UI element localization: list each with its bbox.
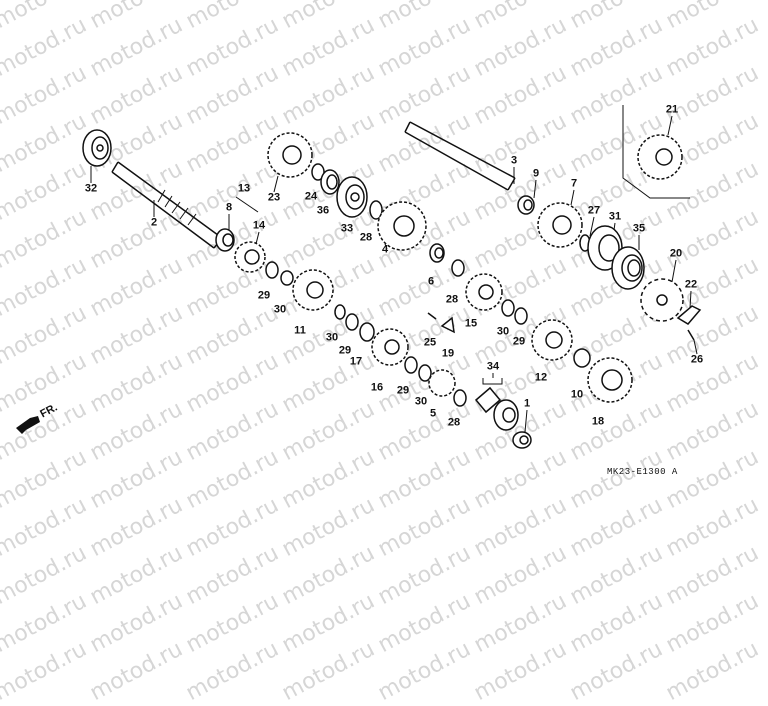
- bearing-icon: [82, 129, 112, 167]
- part-callout-29[interactable]: 29: [396, 384, 410, 397]
- part-callout-11[interactable]: 11: [294, 324, 306, 337]
- part-callout-27[interactable]: 27: [587, 204, 601, 217]
- part-callout-17[interactable]: 17: [349, 355, 363, 368]
- watermark-text: motod.ru: [0, 588, 91, 659]
- part-callout-30[interactable]: 30: [414, 395, 428, 408]
- part-callout-34[interactable]: 34: [486, 360, 500, 373]
- front-arrow-icon: [16, 416, 40, 434]
- watermark-text: motod.ru: [182, 588, 283, 659]
- part-callout-23[interactable]: 23: [267, 191, 281, 204]
- part-callout-31[interactable]: 31: [608, 210, 622, 223]
- watermark-text: motod.ru: [566, 588, 667, 659]
- gear-icon: [587, 357, 633, 403]
- watermark-text: motod.ru: [470, 636, 571, 706]
- part-callout-25[interactable]: 25: [423, 336, 437, 349]
- part-callout-6[interactable]: 6: [427, 275, 435, 288]
- watermark-text: motod.ru: [566, 636, 667, 706]
- part-callout-19[interactable]: 19: [441, 347, 455, 360]
- part-callout-24[interactable]: 24: [304, 190, 318, 203]
- part-callout-10[interactable]: 10: [570, 388, 584, 401]
- gear-icon: [267, 132, 313, 178]
- part-callout-26[interactable]: 26: [690, 353, 704, 366]
- part-callout-7[interactable]: 7: [570, 177, 578, 190]
- gear-icon: [537, 202, 583, 248]
- sprocket-icon: [640, 278, 684, 322]
- part-callout-29[interactable]: 29: [512, 335, 526, 348]
- part-callout-20[interactable]: 20: [669, 247, 683, 260]
- part-callout-30[interactable]: 30: [273, 303, 287, 316]
- gear-icon: [637, 134, 683, 180]
- part-callout-18[interactable]: 18: [591, 415, 605, 428]
- gear-icon: [292, 269, 334, 311]
- gear-icon: [531, 319, 573, 361]
- part-callout-33[interactable]: 33: [340, 222, 354, 235]
- part-callout-21[interactable]: 21: [665, 103, 679, 116]
- part-callout-29[interactable]: 29: [257, 289, 271, 302]
- part-callout-4[interactable]: 4: [381, 243, 389, 256]
- gear-icon: [377, 201, 427, 251]
- watermark-text: motod.ru: [182, 636, 283, 706]
- part-callout-32[interactable]: 32: [84, 182, 98, 195]
- part-callout-28[interactable]: 28: [447, 416, 461, 429]
- part-callout-28[interactable]: 28: [445, 293, 459, 306]
- part-callout-1[interactable]: 1: [523, 397, 531, 410]
- watermark-text: motod.ru: [0, 636, 91, 706]
- part-callout-3[interactable]: 3: [510, 154, 518, 167]
- part-callout-12[interactable]: 12: [534, 371, 548, 384]
- gear-icon: [371, 328, 409, 366]
- oil-seal-icon: [611, 246, 645, 290]
- watermark-text: motod.ru: [86, 636, 187, 706]
- gear-icon: [465, 273, 503, 311]
- part-callout-8[interactable]: 8: [225, 201, 233, 214]
- watermark-text: motod.ru: [86, 588, 187, 659]
- part-callout-15[interactable]: 15: [464, 317, 478, 330]
- gear-icon: [428, 369, 456, 397]
- part-callout-13[interactable]: 13: [237, 182, 251, 195]
- part-callout-35[interactable]: 35: [632, 222, 646, 235]
- watermark-text: motod.ru: [662, 588, 763, 659]
- watermark-text: motod.ru: [278, 636, 379, 706]
- bearing-icon: [336, 176, 368, 218]
- bushing-icon: [215, 228, 235, 252]
- part-callout-30[interactable]: 30: [496, 325, 510, 338]
- watermark-text: motod.ru: [374, 588, 475, 659]
- part-callout-29[interactable]: 29: [338, 344, 352, 357]
- part-callout-36[interactable]: 36: [316, 204, 330, 217]
- diagram-code: MK23-E1300 A: [607, 467, 678, 477]
- part-callout-22[interactable]: 22: [684, 278, 698, 291]
- watermark-text: motod.ru: [374, 636, 475, 706]
- part-callout-14[interactable]: 14: [252, 219, 266, 232]
- gear-icon: [234, 241, 266, 273]
- watermark-text: motod.ru: [662, 636, 763, 706]
- part-callout-16[interactable]: 16: [370, 381, 384, 394]
- watermark-text: motod.ru: [278, 588, 379, 659]
- part-callout-9[interactable]: 9: [532, 167, 540, 180]
- watermark-text: motod.ru: [470, 588, 571, 659]
- exploded-transmission-drawing: [16, 105, 702, 449]
- part-callout-2[interactable]: 2: [150, 216, 158, 229]
- part-callout-28[interactable]: 28: [359, 231, 373, 244]
- part-callout-30[interactable]: 30: [325, 331, 339, 344]
- part-callout-5[interactable]: 5: [429, 407, 437, 420]
